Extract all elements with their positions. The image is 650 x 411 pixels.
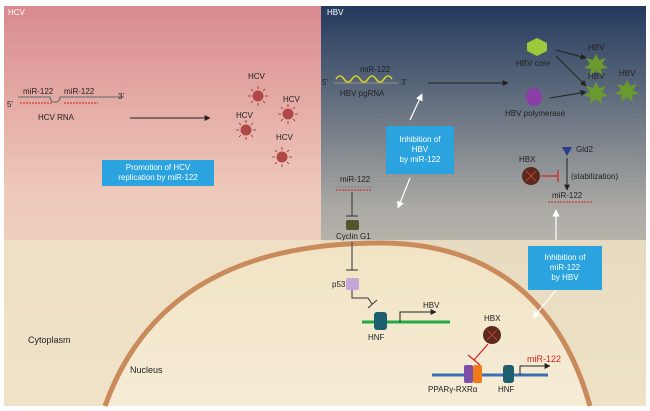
hcv-five-prime: 5' — [7, 100, 13, 109]
hbv-pgrna-label: HBV pgRNA — [340, 89, 385, 98]
hbv-mir-wave — [335, 75, 393, 83]
gld2-label: Gld2 — [576, 145, 593, 154]
hbv-three-prime: 3' — [401, 78, 407, 87]
mir-to-cyclin-inhibit — [346, 192, 358, 217]
hnf2-protein — [503, 365, 514, 383]
hcv-virions — [240, 90, 294, 163]
hcv-three-prime: 3' — [118, 92, 124, 101]
hcv-virion-label: HCV — [283, 95, 300, 104]
hbx-inhibit-nucleus — [467, 343, 489, 366]
hcv-rna-label: HCV RNA — [38, 113, 75, 122]
inhibition-hbv-box: Inhibition of HBV by miR-122 — [386, 126, 454, 174]
mir-stab-label: miR-122 — [552, 191, 583, 200]
hbx-upper-label: HBX — [519, 155, 536, 164]
cyclin-to-p53-inhibit — [346, 242, 358, 271]
p53-box — [346, 278, 359, 290]
hcv-virion-label: HCV — [276, 133, 293, 142]
stabilization-label: (stabilization) — [571, 172, 619, 181]
cyclin-g1-box — [346, 220, 359, 230]
cyt-mir-label: miR-122 — [340, 175, 371, 184]
hcv-virion-spikes — [236, 86, 298, 167]
mir-out-label: miR-122 — [527, 354, 562, 364]
hbv-virions — [584, 54, 639, 104]
hnf-label: HNF — [368, 333, 385, 342]
p53-to-hnf-inhibit — [351, 290, 378, 309]
hnf-protein — [374, 312, 387, 330]
hbv-gene-label: HBV — [423, 301, 440, 310]
cyclin-g1-label: Cyclin G1 — [336, 232, 371, 241]
inhibition-mir-box: Inhibition of miR-122 by HBV — [528, 246, 602, 290]
hbv-polymerase-shape — [526, 88, 542, 106]
cytoplasm-label: Cytoplasm — [28, 335, 71, 345]
hbv-five-prime: 5' — [322, 78, 328, 87]
hbv-polymerase-label: HBV polymerase — [505, 109, 566, 118]
hbv-core-label: HBV core — [516, 59, 551, 68]
hbv-virion-label: HBV — [588, 72, 605, 81]
hcv-mir-b-label: miR-122 — [64, 87, 95, 96]
hbv-core-shape — [527, 38, 547, 56]
hcv-rna — [18, 96, 124, 103]
hbv-virion-label: HBV — [619, 69, 636, 78]
hcv-mir-a-label: miR-122 — [23, 87, 54, 96]
hbv-mir-label: miR-122 — [360, 65, 391, 74]
hcv-promotion-box: Promotion of HCV replication by miR-122 — [102, 160, 214, 186]
hcv-virion-label: HCV — [236, 111, 253, 120]
hcv-virion-label: HCV — [248, 72, 265, 81]
ppar-label: PPARγ-RXRα — [428, 385, 478, 394]
hbx-nucleus-label: HBX — [484, 314, 501, 323]
hbx-inhibit-upper — [541, 170, 559, 182]
nucleus-label: Nucleus — [130, 365, 163, 375]
hbv-panel-title: HBV — [327, 8, 344, 17]
p53-label: p53 — [332, 280, 346, 289]
hnf2-label: HNF — [498, 385, 515, 394]
hcv-panel-title: HCV — [8, 8, 25, 17]
nuclear-membrane — [102, 240, 593, 407]
rxr-orange — [473, 365, 482, 383]
hbv-virion-label: HBV — [588, 43, 605, 52]
ppar-purple — [464, 365, 473, 383]
gld2-triangle — [562, 147, 572, 156]
